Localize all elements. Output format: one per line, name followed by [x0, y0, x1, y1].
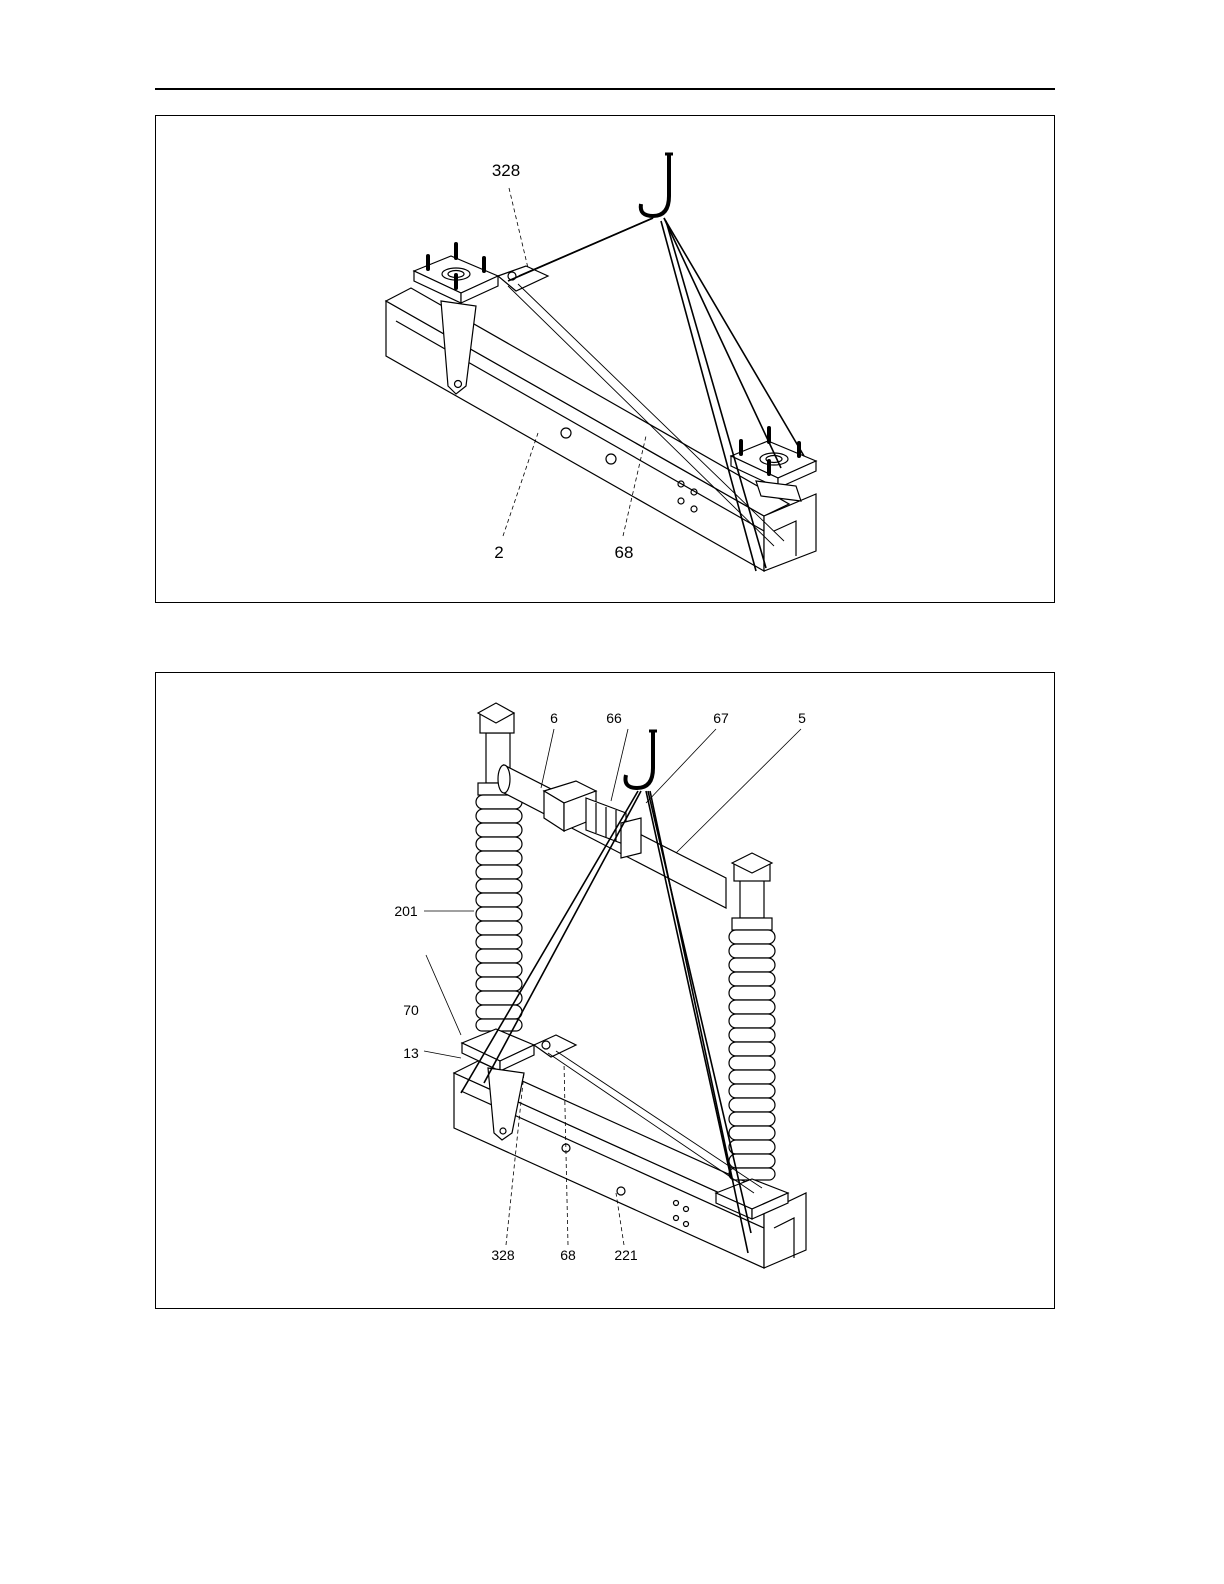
label-70: 70 [403, 1002, 419, 1018]
label-67: 67 [713, 710, 729, 726]
label-68: 68 [560, 1247, 576, 1263]
label-328: 328 [491, 1247, 515, 1263]
header-rule [155, 88, 1055, 90]
figure-2-frame: 6 66 67 5 201 70 13 328 68 221 [155, 672, 1055, 1309]
label-66: 66 [606, 710, 622, 726]
figure-2-drawing: 6 66 67 5 201 70 13 328 68 221 [156, 673, 1054, 1308]
label-221: 221 [614, 1247, 638, 1263]
label-13: 13 [403, 1045, 419, 1061]
label-2: 2 [494, 543, 503, 562]
label-201: 201 [394, 903, 418, 919]
label-68: 68 [615, 543, 634, 562]
label-6: 6 [550, 710, 558, 726]
label-328: 328 [492, 161, 520, 180]
figure-1-frame: 328 2 68 [155, 115, 1055, 603]
figure-1-drawing: 328 2 68 [156, 116, 1054, 602]
label-5: 5 [798, 710, 806, 726]
